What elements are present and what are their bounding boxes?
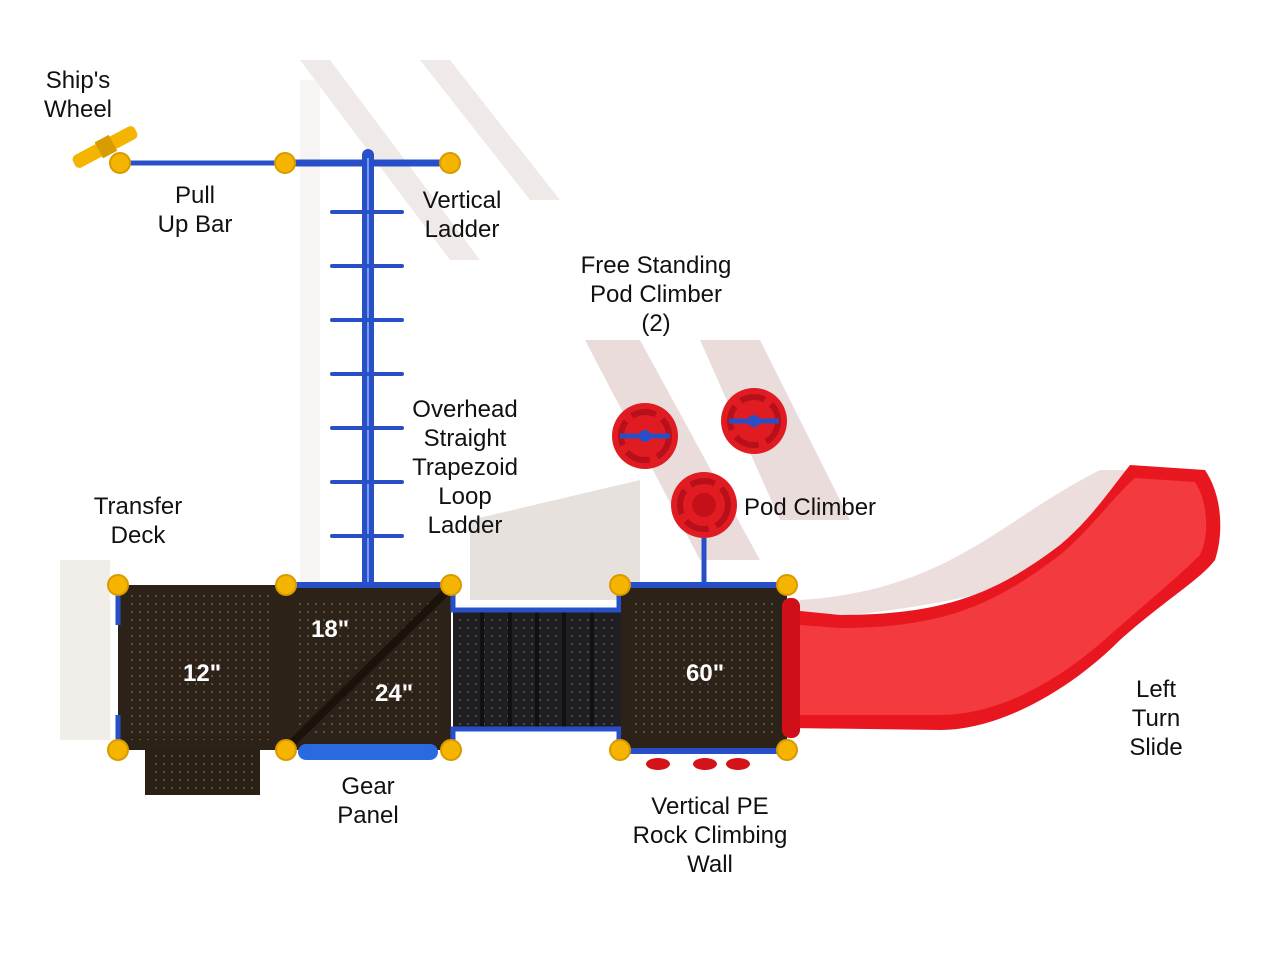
- free-standing-pod-climber: [721, 388, 787, 454]
- label-ships-wheel: Ship's Wheel: [43, 67, 113, 123]
- label-gear-panel: Gear Panel: [337, 773, 399, 829]
- left-turn-slide: [782, 465, 1221, 738]
- label-free-standing-pod-climber: Free Standing Pod Climber (2): [580, 252, 732, 337]
- label-transfer-deck: Transfer Deck: [93, 493, 183, 549]
- deck-height-upper-left: 18": [311, 616, 350, 643]
- label-pod-climber: Pod Climber: [744, 494, 877, 521]
- label-vertical-ladder: Vertical Ladder: [422, 187, 502, 243]
- label-left-turn-slide: Left Turn Slide: [1129, 676, 1183, 761]
- split-deck: [286, 582, 451, 750]
- main-deck: [621, 582, 787, 754]
- label-overhead-ladder: Overhead Straight Trapezoid Loop Ladder: [412, 396, 518, 539]
- label-rock-climbing-wall: Vertical PE Rock Climbing Wall: [632, 793, 788, 878]
- post-caps: [107, 152, 798, 761]
- bridge: [450, 590, 622, 748]
- deck-height-lower-right: 24": [375, 680, 414, 707]
- rock-climbing-wall: [646, 758, 750, 770]
- pod-climber-attached: [671, 472, 737, 585]
- gear-panel: [298, 744, 438, 760]
- transfer-deck: [115, 585, 286, 795]
- free-standing-pod-climber: [612, 403, 678, 469]
- label-pull-up-bar: Pull Up Bar: [157, 182, 233, 238]
- ships-wheel-icon: [72, 126, 138, 168]
- deck-height-main: 60": [686, 660, 725, 687]
- deck-height-transfer: 12": [183, 660, 222, 687]
- overhead-ladder: [330, 149, 404, 596]
